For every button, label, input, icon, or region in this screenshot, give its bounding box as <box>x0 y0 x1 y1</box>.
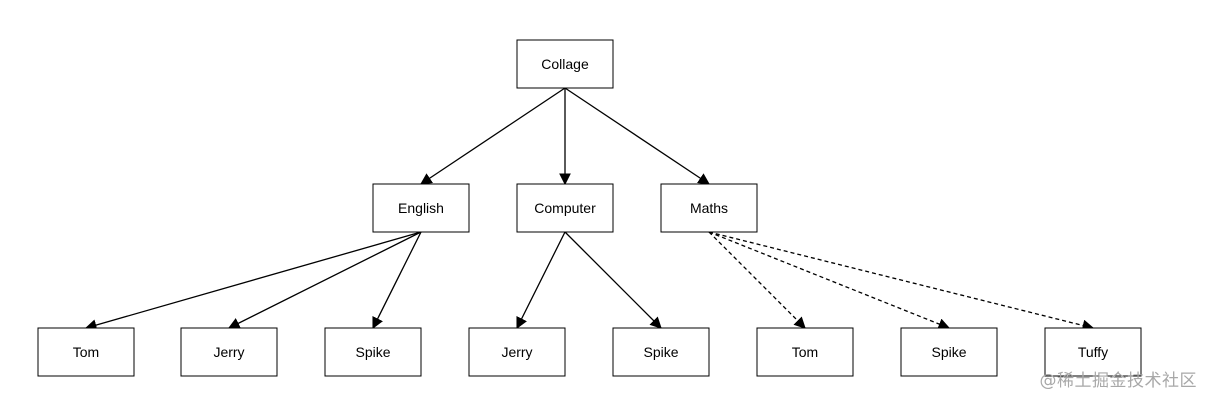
node-computer-spike: Spike <box>612 327 710 377</box>
edge-maths-to-maths-tom <box>708 231 806 329</box>
edge-collage-to-english <box>420 87 566 185</box>
node-label: Collage <box>541 56 589 72</box>
edge-english-to-english-spike <box>372 231 422 330</box>
node-label: Jerry <box>501 344 532 360</box>
edge-collage-to-maths <box>564 87 710 185</box>
node-computer: Computer <box>516 183 614 233</box>
node-maths: Maths <box>660 183 758 233</box>
node-label: Tom <box>792 344 818 360</box>
node-english-spike: Spike <box>324 327 422 377</box>
node-label: Tuffy <box>1078 344 1108 360</box>
node-label: Maths <box>690 200 728 216</box>
node-collage: Collage <box>516 39 614 89</box>
edges-layer <box>84 87 1095 332</box>
watermark: @稀土掘金技术社区 <box>1039 371 1197 391</box>
edge-maths-to-maths-tuffy <box>708 231 1095 332</box>
node-maths-tuffy: Tuffy <box>1044 327 1142 377</box>
node-label: English <box>398 200 444 216</box>
node-english-jerry: Jerry <box>180 327 278 377</box>
edge-english-to-english-tom <box>84 231 422 331</box>
node-label: Spike <box>931 344 966 360</box>
edge-maths-to-maths-spike <box>708 231 951 330</box>
node-maths-tom: Tom <box>756 327 854 377</box>
node-label: Computer <box>534 200 596 216</box>
node-maths-spike: Spike <box>900 327 998 377</box>
node-label: Spike <box>355 344 390 360</box>
node-label: Spike <box>643 344 678 360</box>
node-english: English <box>372 183 470 233</box>
node-label: Jerry <box>213 344 244 360</box>
edge-computer-to-computer-spike <box>564 231 662 329</box>
node-english-tom: Tom <box>37 327 135 377</box>
node-computer-jerry: Jerry <box>468 327 566 377</box>
edge-computer-to-computer-jerry <box>516 231 566 330</box>
edge-english-to-english-jerry <box>227 231 422 329</box>
node-label: Tom <box>73 344 99 360</box>
